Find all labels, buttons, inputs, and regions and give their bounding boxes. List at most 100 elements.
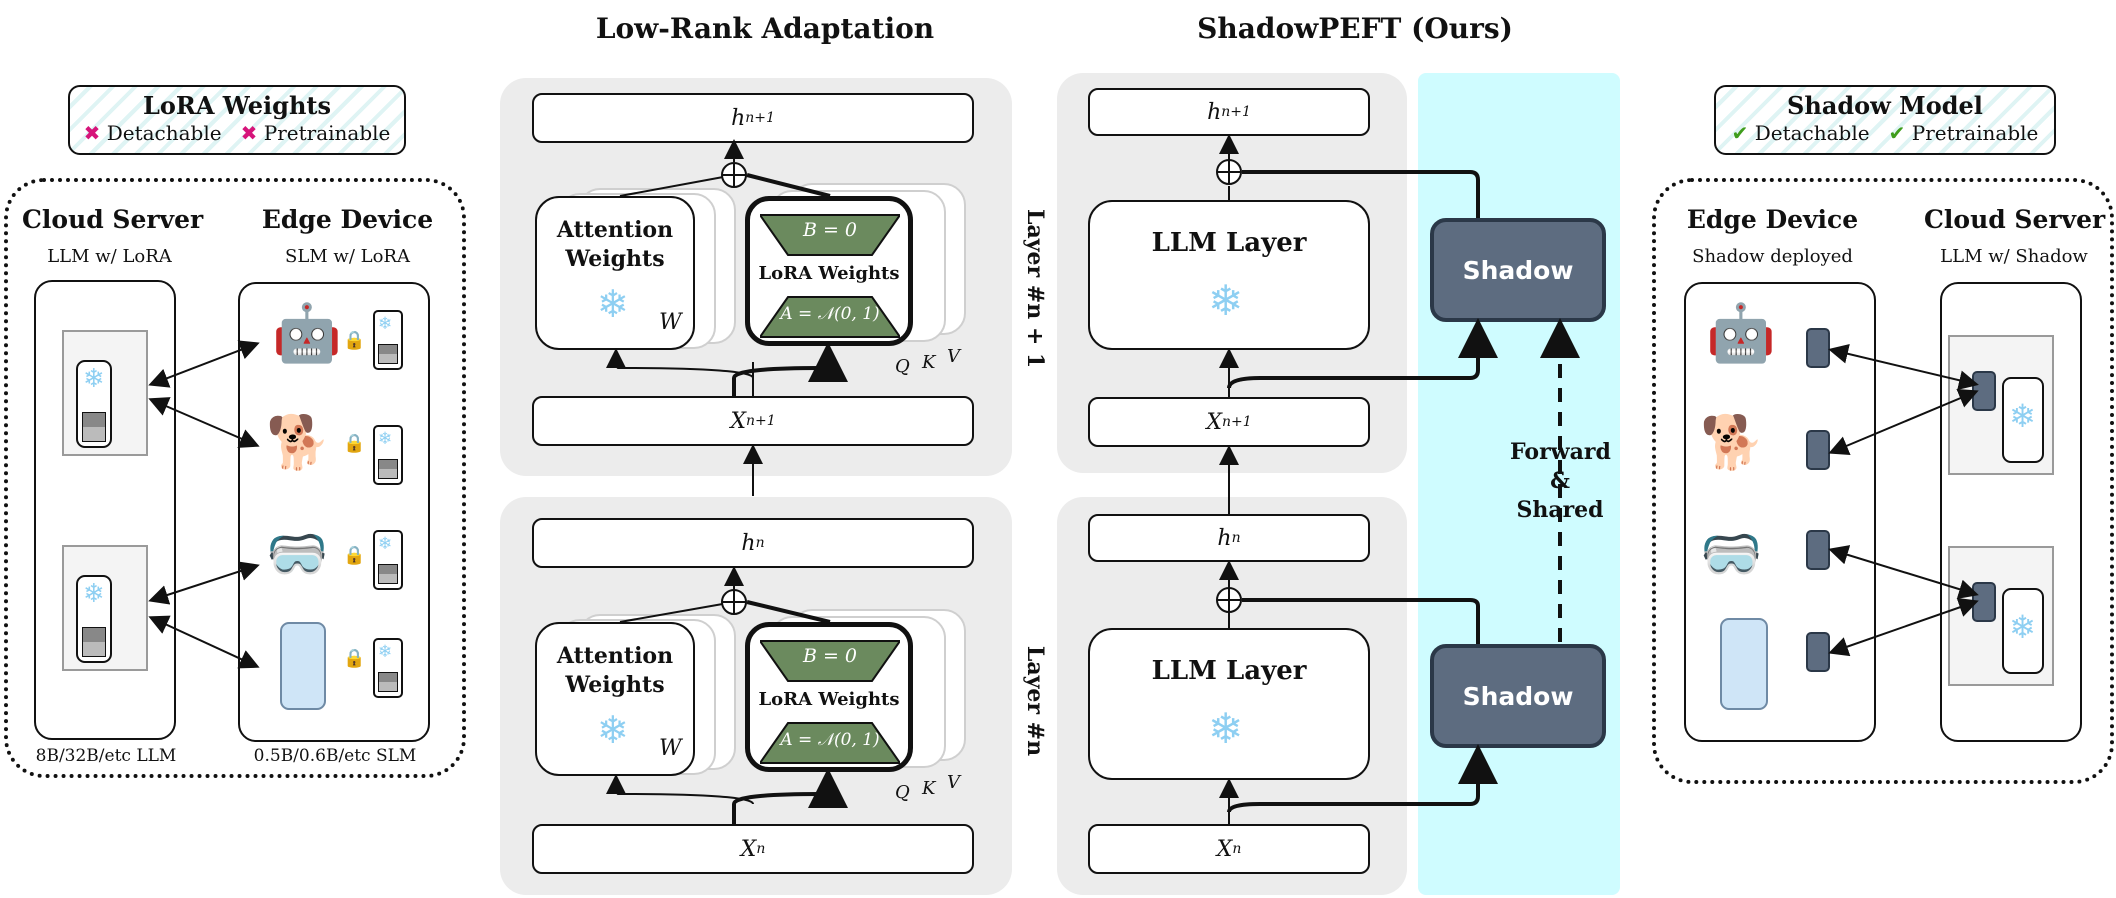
shadow-model-card: Shadow Model ✔ Detachable ✔ Pretrainable: [1714, 85, 2056, 155]
attention-label-2: Weights: [565, 672, 665, 698]
x-symbol: X: [1206, 409, 1222, 435]
attention-label-2: Weights: [565, 246, 665, 272]
x-symbol: X: [1216, 836, 1233, 862]
lock-icon: 🔒: [343, 648, 366, 669]
b-equation: B = 0: [802, 219, 858, 241]
lora-weights-label: LoRA Weights: [758, 263, 900, 284]
h-subscript: n+1: [745, 110, 775, 126]
h-subscript: n+1: [1221, 104, 1251, 120]
x-subscript: n+1: [1222, 414, 1252, 430]
detachable-label: Detachable: [106, 121, 222, 145]
llm-layer-label: LLM Layer: [1151, 228, 1307, 258]
lora-weights-card: LoRA Weights ✖ Detachable ✖ Pretrainable: [68, 85, 406, 155]
a-equation: A = 𝒩(0, 1): [780, 730, 880, 750]
detachable-label: Detachable: [1754, 121, 1870, 145]
shadow-device: [1806, 530, 1830, 570]
left-edge-sub: SLM w/ LoRA: [285, 246, 410, 267]
hourglass-icon: [82, 627, 106, 657]
robot-dog-icon: 🐕: [1700, 413, 1765, 473]
snowflake-icon: ❄: [1208, 704, 1244, 753]
left-deployment-frame: [4, 178, 466, 778]
right-deployment-frame: [1652, 178, 2114, 784]
h-symbol: h: [1207, 99, 1222, 125]
lora-weights-box: B = 0 LoRA Weights A = 𝒩(0, 1): [745, 196, 913, 346]
right-cloud-title: Cloud Server: [1924, 205, 2106, 234]
shadow-module-lower: Shadow: [1430, 644, 1606, 748]
w-label: W: [659, 310, 682, 335]
lora-title: Low-Rank Adaptation: [595, 12, 935, 45]
shadow-model-title: Shadow Model: [1787, 91, 1983, 120]
left-cloud-sub: LLM w/ LoRA: [47, 246, 172, 267]
lock-icon: 🔒: [343, 433, 366, 454]
attention-weights-box: Attention Weights ❄ W: [535, 196, 695, 350]
hourglass-icon: [82, 412, 106, 442]
lora-weights-box: B = 0 LoRA Weights A = 𝒩(0, 1): [745, 622, 913, 772]
vr-headset-icon: 🥽: [266, 525, 329, 583]
shadow-module-upper: Shadow: [1430, 218, 1606, 322]
a-equation: A = 𝒩(0, 1): [780, 304, 880, 324]
llm-model: ❄: [2002, 377, 2044, 463]
snowflake-icon: ❄: [597, 708, 629, 752]
humanoid-robot-icon: 🤖: [272, 301, 342, 366]
check-icon: ✔: [1731, 121, 1749, 145]
h-subscript: n: [755, 535, 765, 551]
h-symbol: h: [1217, 525, 1232, 551]
k-label: K: [922, 352, 936, 373]
left-cloud-caption: 8B/32B/etc LLM: [35, 746, 177, 766]
check-icon: ✔: [1888, 121, 1906, 145]
shadow-label: Shadow: [1462, 255, 1574, 285]
slm-model: ❄: [373, 425, 403, 485]
lora-weights-title: LoRA Weights: [142, 91, 331, 120]
pretrainable-label: Pretrainable: [263, 121, 391, 145]
lock-icon: 🔒: [343, 330, 366, 351]
x-subscript: n+1: [746, 413, 776, 429]
snowflake-icon: ❄: [2009, 608, 2036, 646]
lora-b-trapezoid: [760, 640, 900, 682]
llm-model: ❄: [76, 575, 112, 663]
slm-model: ❄: [373, 638, 403, 698]
right-edge-title: Edge Device: [1686, 205, 1859, 234]
snowflake-icon: ❄: [2009, 397, 2036, 435]
llm-layer-box: LLM Layer ❄: [1088, 200, 1370, 350]
x-subscript: n: [756, 841, 766, 857]
x-symbol: X: [730, 408, 746, 434]
snowflake-icon: ❄: [83, 364, 105, 394]
k-label: K: [922, 778, 936, 799]
right-edge-sub: Shadow deployed: [1692, 246, 1853, 267]
x-symbol: X: [740, 836, 757, 862]
server-rack: ❄: [62, 545, 148, 671]
lock-icon: 🔒: [343, 545, 366, 566]
v-label: V: [947, 346, 960, 367]
b-equation: B = 0: [802, 645, 858, 667]
lora-b-trapezoid: [760, 214, 900, 256]
snowflake-icon: ❄: [597, 282, 629, 326]
h-symbol: h: [741, 530, 756, 556]
llm-layer-box: LLM Layer ❄: [1088, 628, 1370, 780]
llm-layer-label: LLM Layer: [1151, 656, 1307, 686]
hourglass-icon: [378, 459, 398, 479]
w-label: W: [659, 736, 682, 761]
humanoid-robot-icon: 🤖: [1706, 301, 1776, 366]
vr-headset-icon: 🥽: [1700, 525, 1763, 583]
snowflake-icon: ❄: [1208, 276, 1244, 325]
snowflake-icon: ❄: [83, 579, 105, 609]
x-subscript: n: [1232, 841, 1242, 857]
attention-weights-box: Attention Weights ❄ W: [535, 622, 695, 776]
cross-icon: ✖: [240, 121, 258, 145]
smartphone-icon: [280, 622, 326, 710]
q-label: Q: [895, 782, 910, 803]
hourglass-icon: [378, 672, 398, 692]
lora-a-trapezoid: [760, 722, 900, 764]
server-rack: ❄: [62, 330, 148, 456]
cross-icon: ✖: [83, 121, 101, 145]
lora-a-trapezoid: [760, 296, 900, 338]
shadowpeft-title: ShadowPEFT (Ours): [1197, 12, 1513, 45]
snowflake-icon: ❄: [378, 534, 393, 554]
robot-dog-icon: 🐕: [266, 413, 331, 473]
